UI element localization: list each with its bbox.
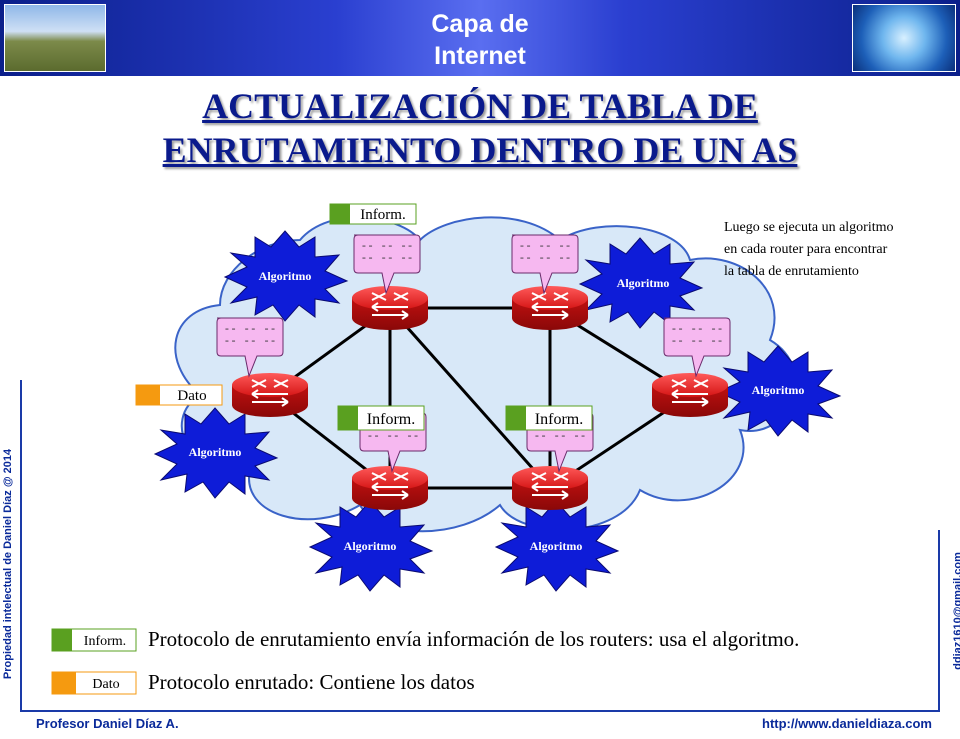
router-right bbox=[651, 372, 729, 418]
router-bottom-left bbox=[351, 465, 429, 511]
page-title-line2: ENRUTAMIENTO DENTRO DE UN AS bbox=[162, 130, 798, 170]
algorithm-burst-1: Algoritmo bbox=[224, 230, 348, 322]
algorithm-burst-3: Algoritmo bbox=[717, 345, 841, 437]
footer-website-link[interactable]: http://www.danieldiaza.com bbox=[762, 716, 932, 731]
router-left bbox=[231, 372, 309, 418]
header-title-line1: Capa de bbox=[431, 10, 529, 38]
header-title: Capa de Internet bbox=[380, 8, 580, 72]
algorithm-label: Algoritmo bbox=[344, 539, 397, 553]
algorithm-burst-6: Algoritmo bbox=[495, 500, 619, 592]
algorithm-burst-4: Algoritmo bbox=[154, 407, 278, 499]
note-line-3: la tabla de enrutamiento bbox=[724, 264, 859, 279]
header-photo-right bbox=[852, 4, 956, 72]
inform-packet-bottom-left: Inform. bbox=[337, 405, 425, 431]
algorithm-burst-2: Algoritmo bbox=[579, 237, 703, 329]
algorithm-note: Luego se ejecuta un algoritmo en cada ro… bbox=[724, 220, 894, 279]
algorithm-label: Algoritmo bbox=[189, 445, 242, 459]
algorithm-label: Algoritmo bbox=[752, 383, 805, 397]
header-title-line2: Internet bbox=[434, 42, 526, 70]
copyright-vertical-text: Propiedad intelectual de Daniel Díaz @ 2… bbox=[2, 448, 14, 680]
note-line-1: Luego se ejecuta un algoritmo bbox=[724, 220, 894, 235]
legend-inform-swatch: Inform. bbox=[51, 628, 137, 652]
legend-dato-text: Protocolo enrutado: Contiene los datos bbox=[148, 670, 475, 694]
frame-line-right bbox=[938, 530, 940, 710]
inform-packet-top: Inform. bbox=[329, 203, 417, 225]
algorithm-label: Algoritmo bbox=[617, 276, 670, 290]
inform-label: Inform. bbox=[367, 411, 415, 428]
header-bar bbox=[0, 0, 960, 76]
inform-packet-bottom-right: Inform. bbox=[505, 405, 593, 431]
page-title: ACTUALIZACIÓN DE TABLA DE ENRUTAMIENTO D… bbox=[80, 84, 880, 172]
legend-inform-label: Inform. bbox=[84, 634, 126, 649]
legend-inform-text: Protocolo de enrutamiento envía informac… bbox=[148, 627, 800, 651]
inform-label: Inform. bbox=[360, 207, 405, 223]
frame-line-left bbox=[20, 380, 22, 710]
note-line-2: en cada router para encontrar bbox=[724, 242, 888, 257]
router-top-left bbox=[351, 285, 429, 331]
algorithm-label: Algoritmo bbox=[530, 539, 583, 553]
legend-dato-label: Dato bbox=[92, 677, 119, 692]
dato-label: Dato bbox=[177, 388, 206, 404]
dato-packet: Dato bbox=[135, 384, 223, 406]
inform-label: Inform. bbox=[535, 411, 583, 428]
router-bottom-right bbox=[511, 465, 589, 511]
legend-dato-swatch: Dato bbox=[51, 671, 137, 695]
frame-line-bottom bbox=[20, 710, 940, 712]
page-title-line1: ACTUALIZACIÓN DE TABLA DE bbox=[202, 86, 758, 126]
router-top-right bbox=[511, 285, 589, 331]
algorithm-label: Algoritmo bbox=[259, 269, 312, 283]
algorithm-burst-5: Algoritmo bbox=[309, 500, 433, 592]
footer-author: Profesor Daniel Díaz A. bbox=[36, 716, 179, 731]
email-vertical-text: ddiaz1610@gmail.com bbox=[952, 552, 960, 670]
header-photo-left bbox=[4, 4, 106, 72]
